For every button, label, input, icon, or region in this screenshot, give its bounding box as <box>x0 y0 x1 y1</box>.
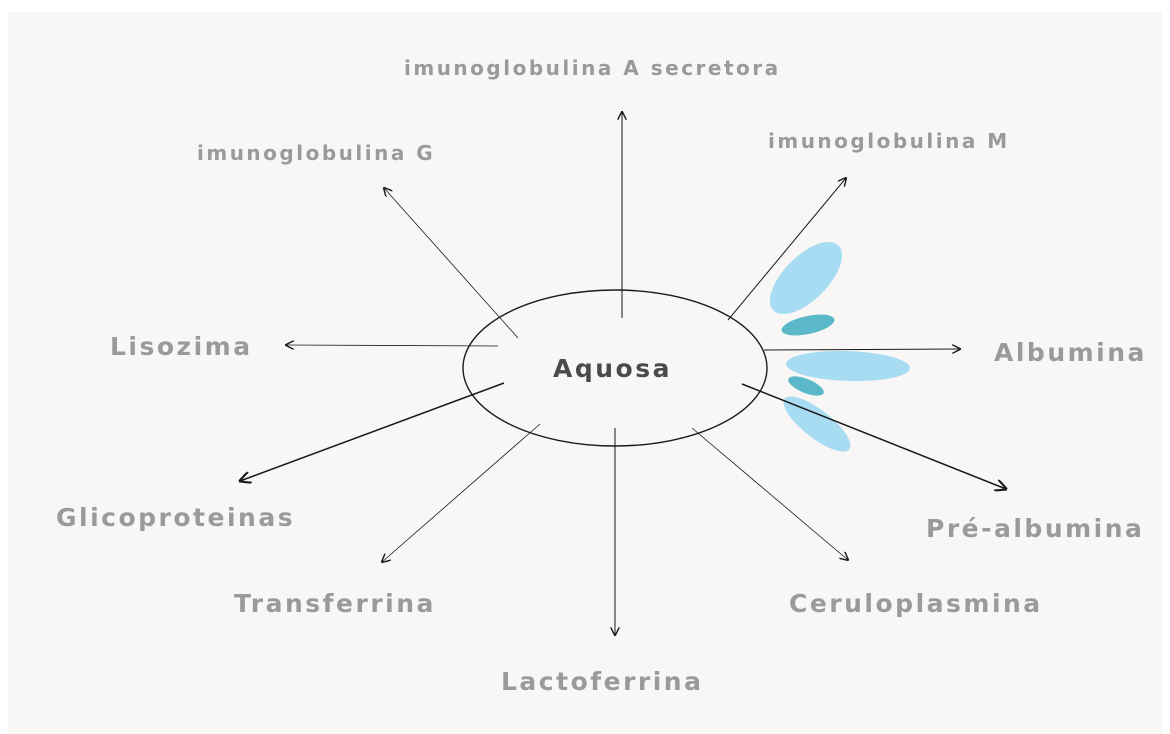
drop-shape <box>758 230 854 326</box>
arrow-igg <box>384 188 518 338</box>
label-igg: imunoglobulina G <box>197 143 435 163</box>
label-prealbumina: Pré-albumina <box>926 516 1144 541</box>
arrow-transferrina <box>382 424 540 562</box>
arrow-lisozima <box>286 345 498 346</box>
label-lactoferrina: Lactoferrina <box>501 669 703 694</box>
label-igm: imunoglobulina M <box>768 131 1010 151</box>
arrow-albumina <box>764 349 960 350</box>
label-glicoproteinas: Glicoproteinas <box>56 505 295 530</box>
center-label: Aquosa <box>553 356 672 381</box>
label-iga: imunoglobulina A secretora <box>404 58 781 78</box>
arrow-ceruloplasmina <box>692 428 848 560</box>
arrow-glicoproteinas <box>240 383 504 481</box>
label-ceruloplasmina: Ceruloplasmina <box>789 591 1043 616</box>
label-transferrina: Transferrina <box>234 591 436 616</box>
arrow-prealbumina <box>742 384 1006 489</box>
drop-shape <box>780 311 837 340</box>
drop-shape <box>776 388 858 461</box>
label-lisozima: Lisozima <box>110 334 253 359</box>
label-albumina: Albumina <box>994 340 1147 365</box>
